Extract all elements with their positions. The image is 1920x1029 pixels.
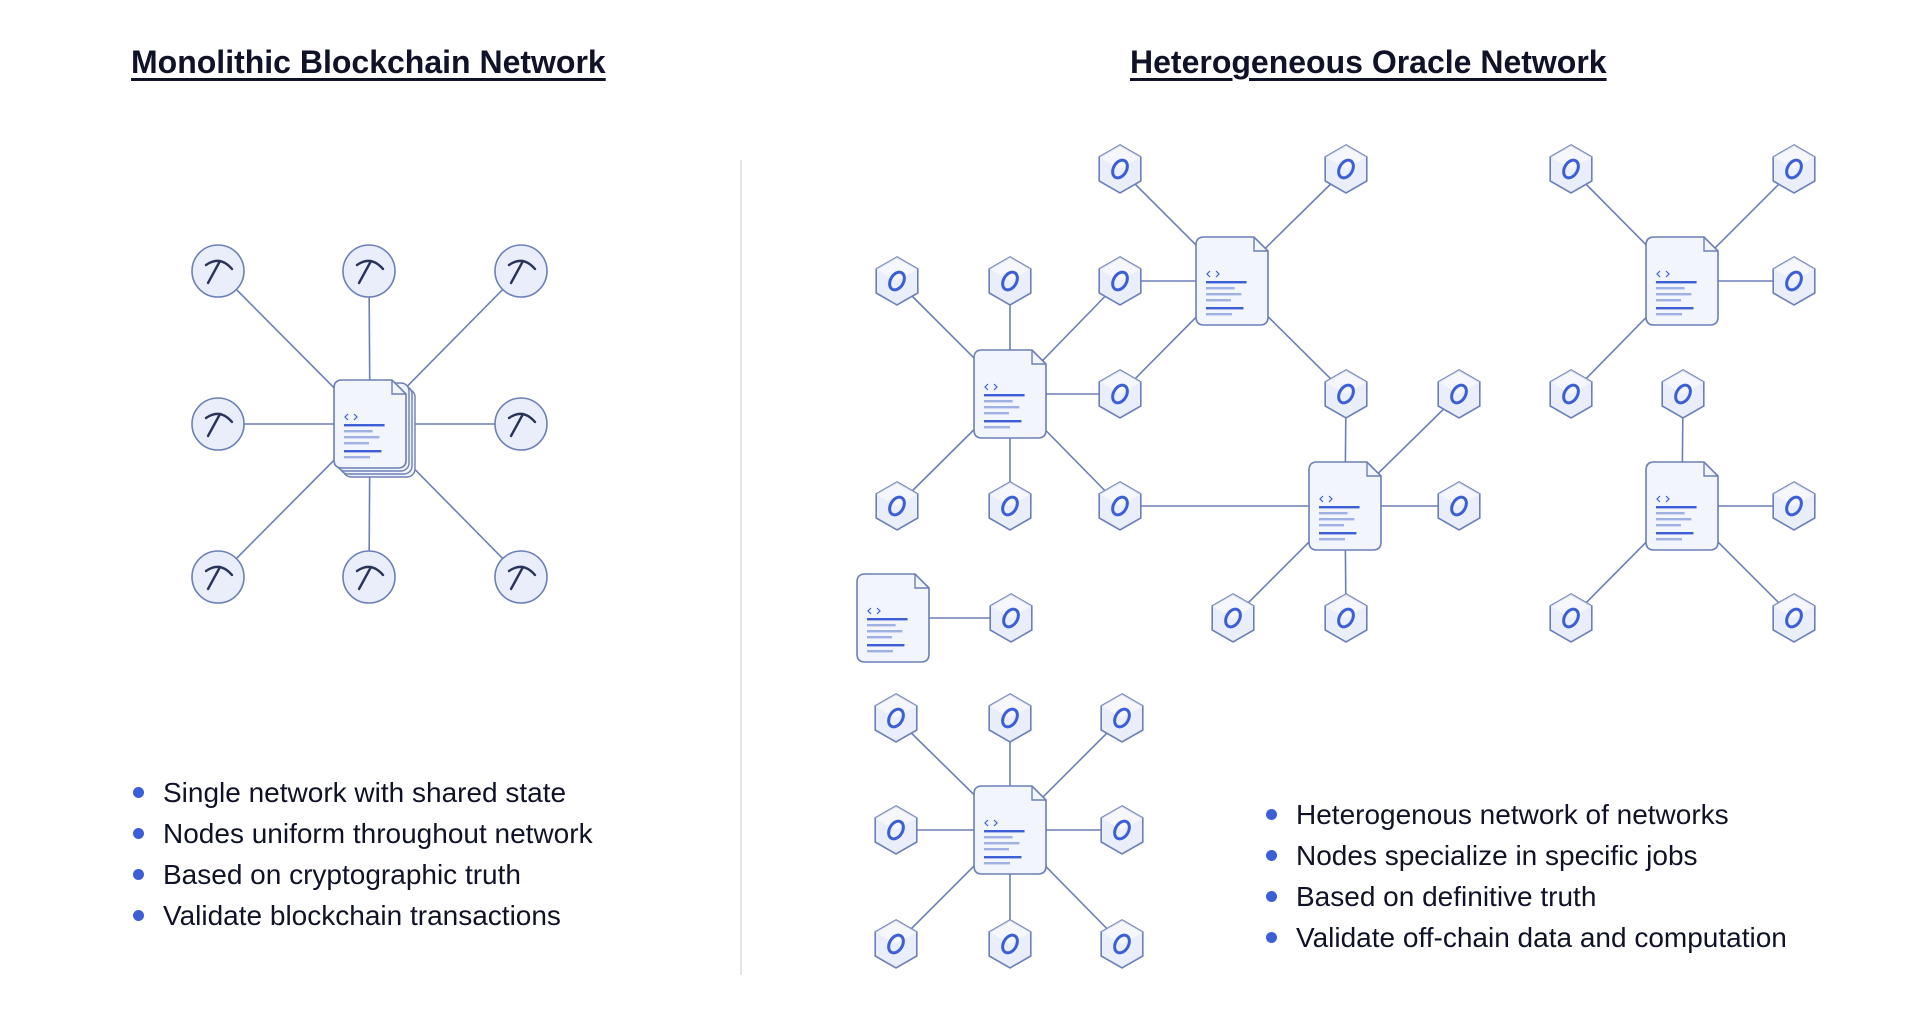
oracle-feature-list: Heterogenous network of networks Nodes s… <box>1264 794 1787 958</box>
pickaxe-icon <box>494 397 548 451</box>
chainlink-hexagon-icon <box>1772 144 1816 194</box>
monolithic-feature-item: Validate blockchain transactions <box>131 895 593 936</box>
chainlink-hexagon-icon <box>1772 481 1816 531</box>
chainlink-hexagon-icon <box>1324 369 1368 419</box>
pickaxe-icon <box>342 550 396 604</box>
contract-document-icon <box>1195 236 1269 326</box>
contract-document-icon <box>1308 461 1382 551</box>
pickaxe-icon <box>494 550 548 604</box>
contract-document-icon <box>1645 236 1719 326</box>
pickaxe-icon <box>191 550 245 604</box>
chainlink-hexagon-icon <box>1437 369 1481 419</box>
chainlink-hexagon-icon <box>988 693 1032 743</box>
chainlink-hexagon-icon <box>874 693 918 743</box>
pickaxe-icon <box>342 244 396 298</box>
chainlink-hexagon-icon <box>989 593 1033 643</box>
oracle-feature-item: Based on definitive truth <box>1264 876 1787 917</box>
oracle-network-title: Heterogeneous Oracle Network <box>1130 44 1607 80</box>
oracle-feature-item: Nodes specialize in specific jobs <box>1264 835 1787 876</box>
chainlink-hexagon-icon <box>1772 593 1816 643</box>
chainlink-hexagon-icon <box>988 919 1032 969</box>
chainlink-hexagon-icon <box>988 481 1032 531</box>
chainlink-hexagon-icon <box>1324 593 1368 643</box>
chainlink-hexagon-icon <box>874 805 918 855</box>
monolithic-feature-item: Based on cryptographic truth <box>131 854 593 895</box>
oracle-feature-item: Validate off-chain data and computation <box>1264 917 1787 958</box>
chainlink-hexagon-icon <box>1549 144 1593 194</box>
chainlink-hexagon-icon <box>1549 369 1593 419</box>
chainlink-hexagon-icon <box>988 256 1032 306</box>
pickaxe-icon <box>191 397 245 451</box>
chainlink-hexagon-icon <box>1100 693 1144 743</box>
chainlink-hexagon-icon <box>1772 256 1816 306</box>
chainlink-hexagon-icon <box>875 256 919 306</box>
monolithic-network-title: Monolithic Blockchain Network <box>131 44 606 80</box>
chainlink-hexagon-icon <box>1549 593 1593 643</box>
pickaxe-icon <box>191 244 245 298</box>
oracle-feature-item: Heterogenous network of networks <box>1264 794 1787 835</box>
chainlink-hexagon-icon <box>875 481 919 531</box>
chainlink-hexagon-icon <box>1437 481 1481 531</box>
panel-divider <box>740 160 742 975</box>
chainlink-hexagon-icon <box>1324 144 1368 194</box>
chainlink-hexagon-icon <box>874 919 918 969</box>
monolithic-feature-item: Single network with shared state <box>131 772 593 813</box>
chainlink-hexagon-icon <box>1211 593 1255 643</box>
contract-document-icon <box>856 573 930 663</box>
chainlink-hexagon-icon <box>1098 144 1142 194</box>
chainlink-hexagon-icon <box>1098 256 1142 306</box>
chainlink-hexagon-icon <box>1098 369 1142 419</box>
monolithic-feature-item: Nodes uniform throughout network <box>131 813 593 854</box>
contract-document-icon <box>1645 461 1719 551</box>
pickaxe-icon <box>494 244 548 298</box>
chainlink-hexagon-icon <box>1098 481 1142 531</box>
stacked-document-icon <box>333 379 416 478</box>
chainlink-hexagon-icon <box>1100 919 1144 969</box>
chainlink-hexagon-icon <box>1661 369 1705 419</box>
monolithic-feature-list: Single network with shared state Nodes u… <box>131 772 593 936</box>
contract-document-icon <box>973 349 1047 439</box>
chainlink-hexagon-icon <box>1100 805 1144 855</box>
contract-document-icon <box>973 785 1047 875</box>
